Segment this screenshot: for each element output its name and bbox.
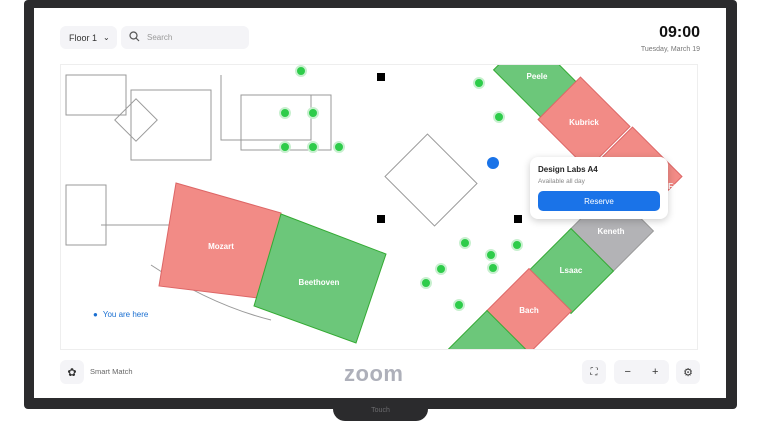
settings-button[interactable]: ⚙ [676, 360, 700, 384]
clock-date: Tuesday, March 19 [640, 46, 700, 53]
label-mozart: Mozart [208, 242, 234, 251]
room-beethoven [253, 213, 387, 344]
fullscreen-icon: ⛶ [590, 366, 598, 378]
desks [279, 65, 523, 311]
gear-icon: ⚙ [683, 366, 693, 379]
clock-time: 09:00 [659, 24, 700, 41]
floor-selector[interactable]: Floor 1 ⌄ [60, 26, 117, 49]
chevron-down-icon: ⌄ [103, 33, 110, 42]
fullscreen-button[interactable]: ⛶ [582, 360, 606, 384]
desk-popup: Design Labs A4 Available all day Reserve [530, 157, 668, 219]
label-lsaac: Lsaac [560, 266, 583, 275]
floor-label: Floor 1 [69, 32, 98, 43]
search-input[interactable]: Search [121, 26, 249, 49]
zoom-logo: zoom [344, 361, 404, 386]
selected-desk [487, 157, 499, 169]
search-icon [129, 31, 140, 44]
room-kubrick [537, 76, 631, 170]
zoom-in-button[interactable]: + [652, 366, 659, 378]
zoom-controls: − + [614, 360, 669, 384]
zoom-out-button[interactable]: − [624, 366, 631, 378]
popup-title: Design Labs A4 [538, 165, 598, 174]
label-fritz: Fritz [668, 182, 685, 191]
reserve-button[interactable]: Reserve [538, 191, 660, 211]
label-keneth: Keneth [597, 227, 624, 236]
label-bach: Bach [519, 306, 539, 315]
you-are-here: ● You are here [93, 310, 148, 319]
screen: Floor 1⌄ Search 09:00 Tuesday, March 19 … [34, 8, 726, 398]
you-are-here-label: You are here [102, 310, 149, 319]
location-pin-icon: ● [93, 310, 98, 319]
popup-subtitle: Available all day [538, 178, 585, 185]
label-peele: Peele [527, 72, 548, 81]
smart-match-label: Smart Match [90, 367, 133, 376]
room-unnamed [443, 309, 531, 349]
smart-match-icon: ✿ [67, 366, 77, 379]
label-beethoven: Beethoven [299, 278, 340, 287]
device-stand: Touch [333, 405, 428, 421]
floor-map[interactable]: Mozart Beethoven Peele Kubrick Fritz Ken… [60, 64, 698, 350]
smart-match-button[interactable]: ✿ [60, 360, 84, 384]
search-placeholder: Search [147, 33, 173, 42]
label-kubrick: Kubrick [569, 118, 599, 127]
